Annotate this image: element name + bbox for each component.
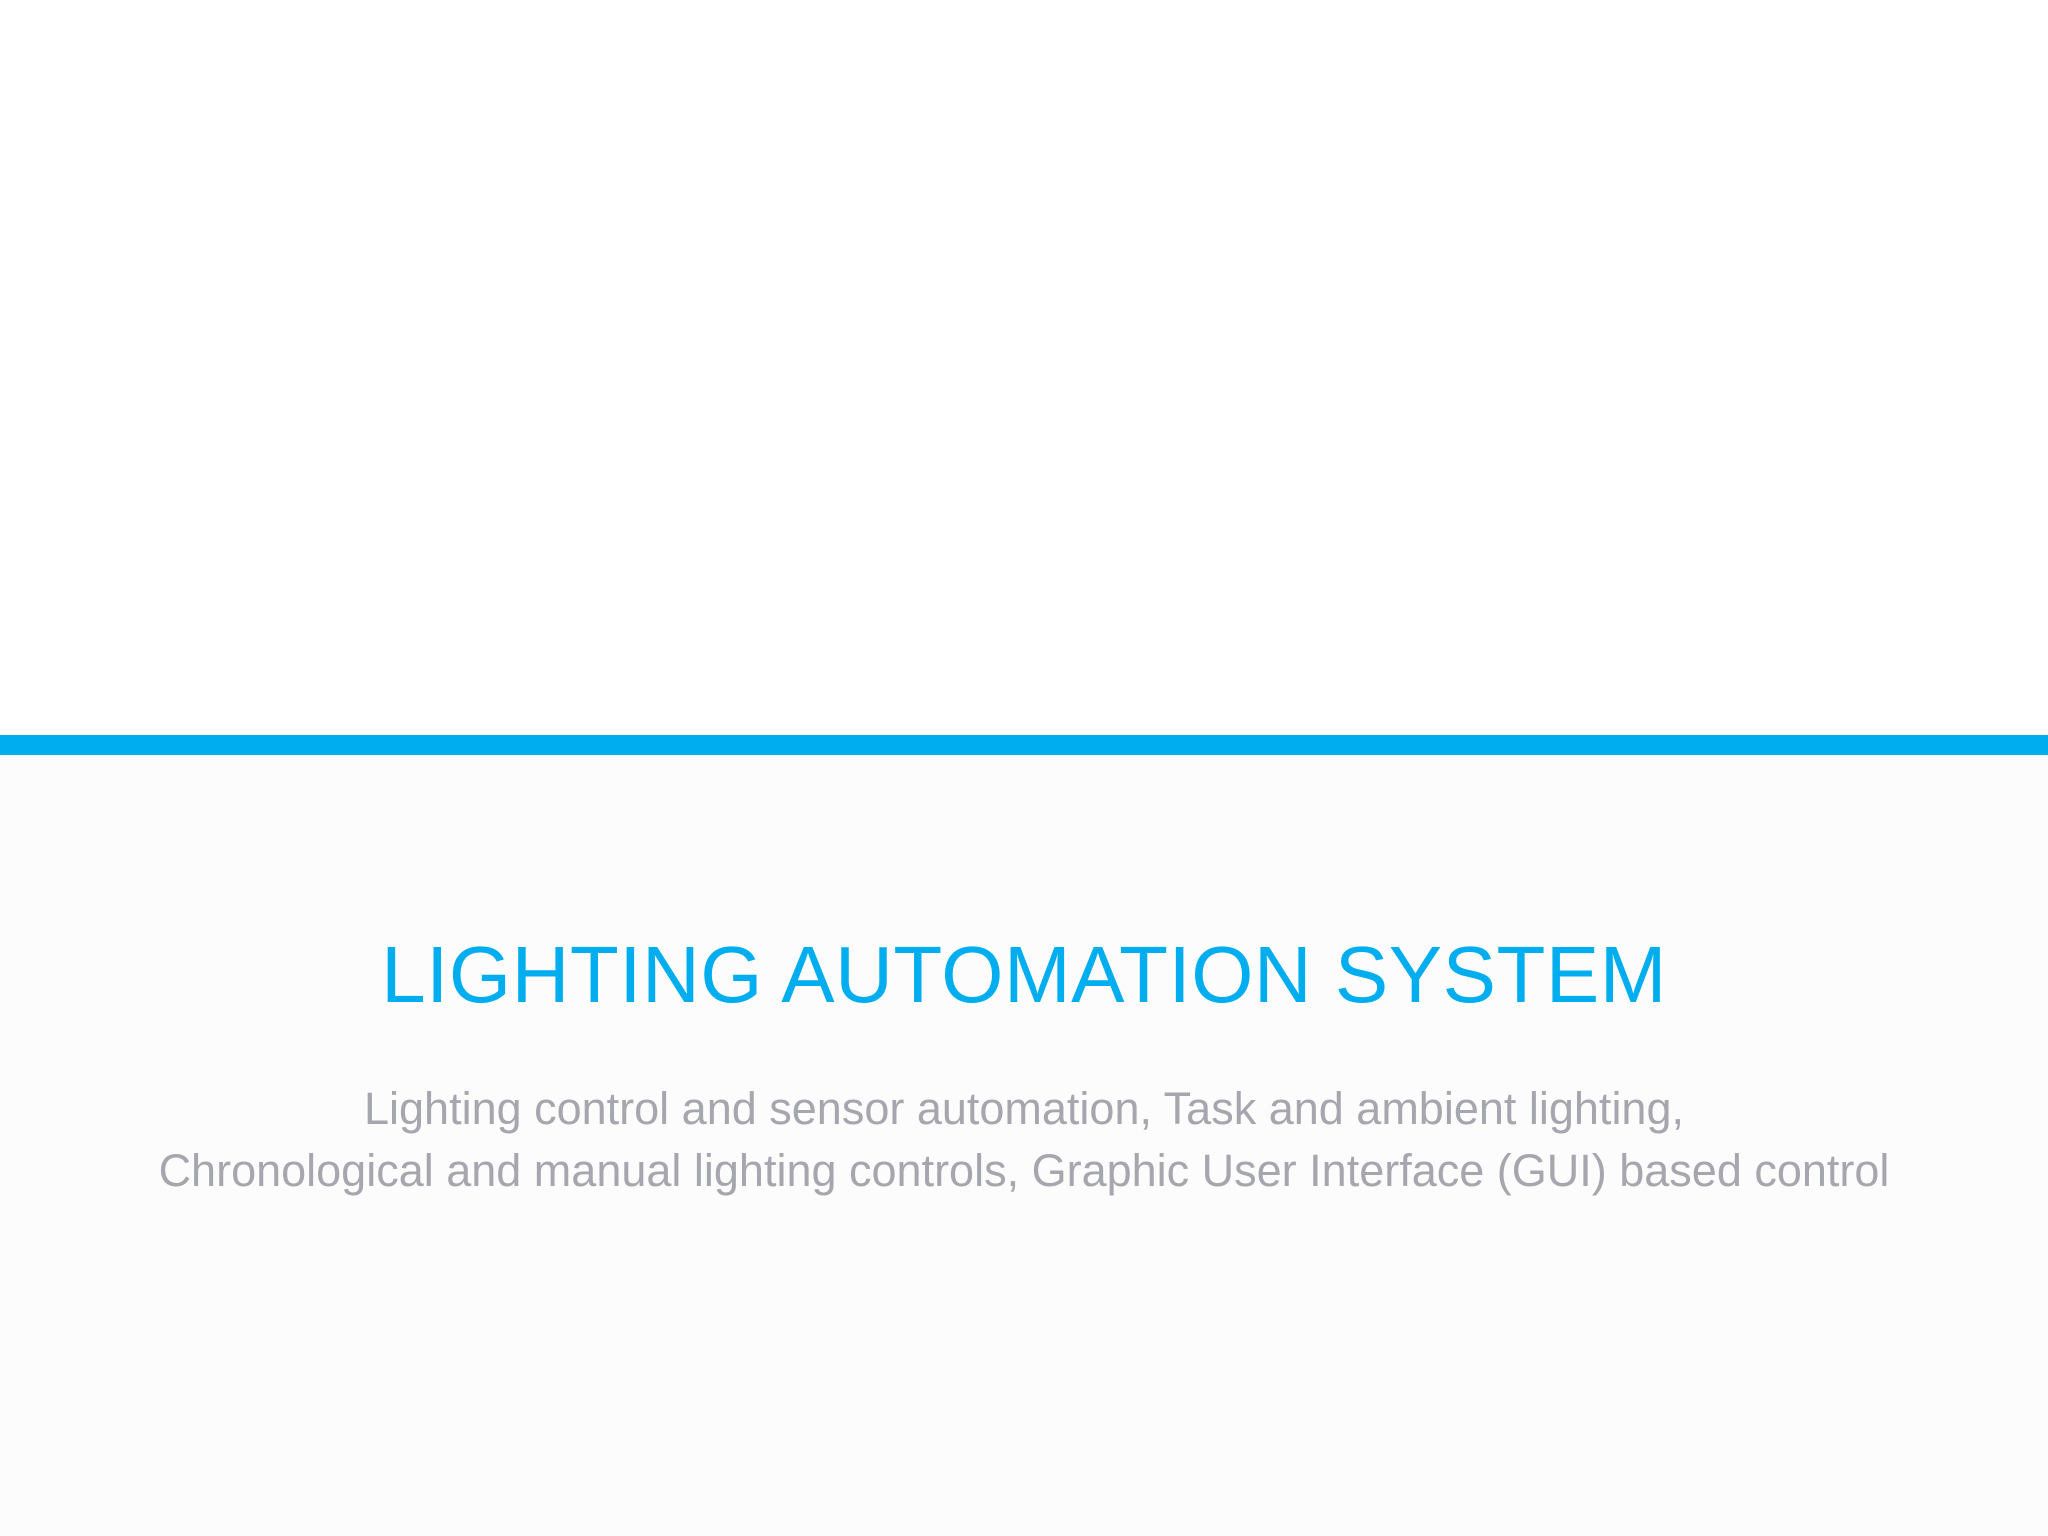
- subtitle-line-2: Chronological and manual lighting contro…: [158, 1145, 1890, 1196]
- slide-subtitle: Lighting control and sensor automation, …: [0, 1078, 2048, 1202]
- subtitle-line-1: Lighting control and sensor automation, …: [363, 1083, 1684, 1134]
- slide-upper-area: [0, 0, 2048, 735]
- slide-lower-area: [0, 755, 2048, 1536]
- slide-title: LIGHTING AUTOMATION SYSTEM: [381, 930, 1667, 1019]
- accent-divider: [0, 735, 2048, 755]
